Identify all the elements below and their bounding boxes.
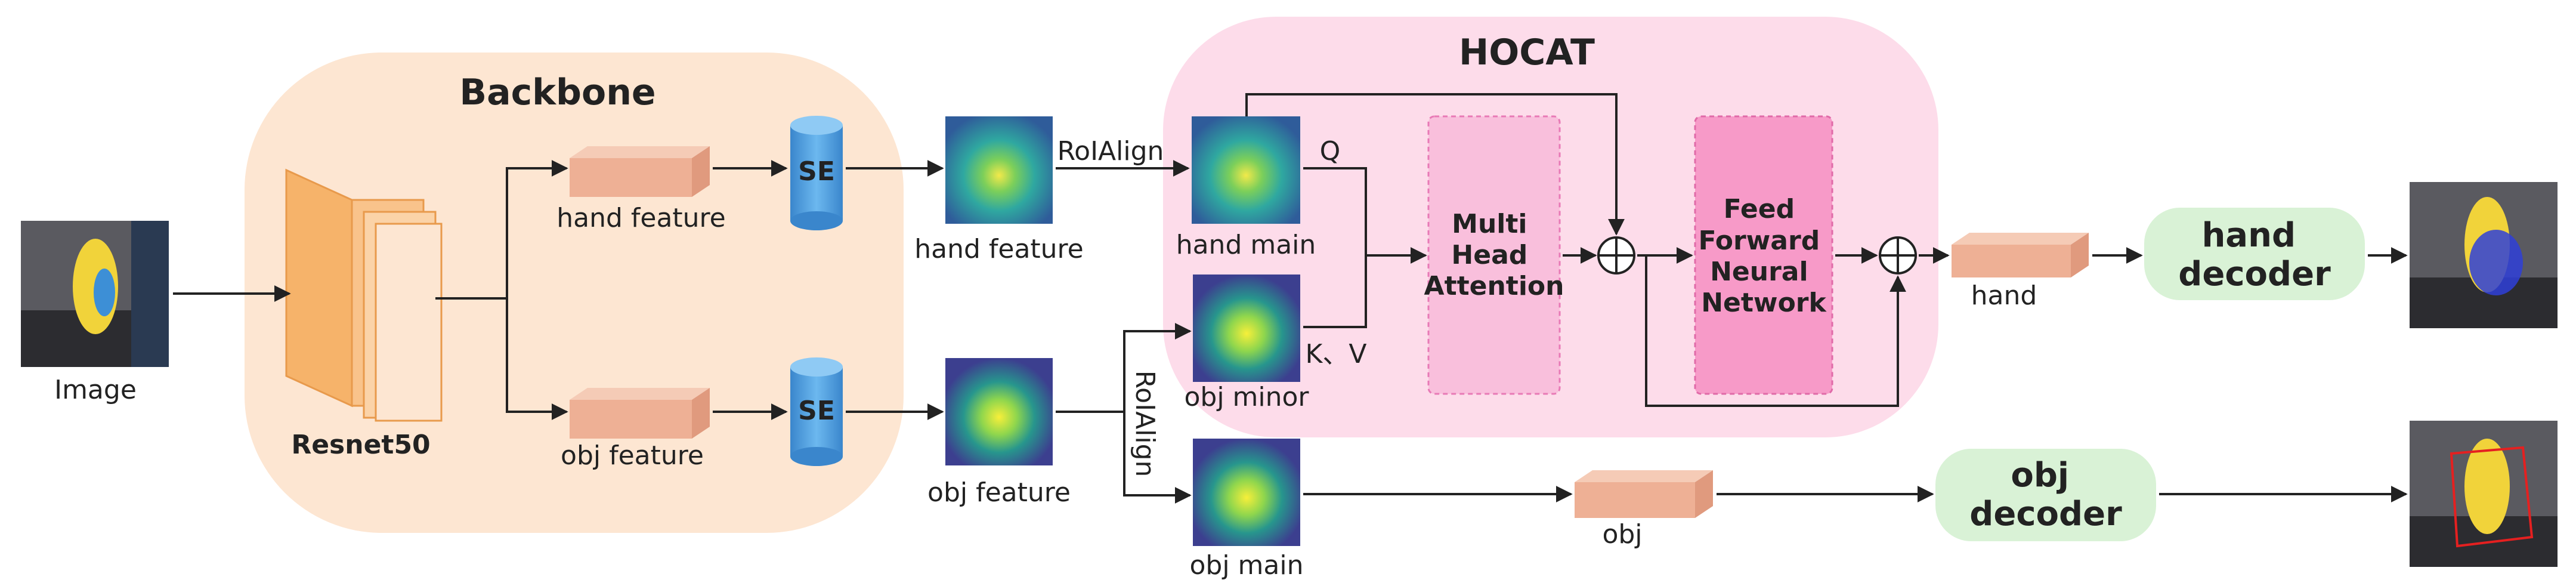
obj-minor-label: obj minor: [1184, 382, 1309, 412]
multi-head-attention-block: [1427, 115, 1561, 395]
hand-decoder-label: hand decoder: [2178, 216, 2331, 294]
hand-decoder-line-1: hand: [2201, 216, 2296, 255]
hand-main-map: [1192, 116, 1300, 224]
hand-decoder-line-2: decoder: [2178, 255, 2331, 294]
se-label-obj: SE: [798, 396, 835, 426]
hocat-title: HOCAT: [1459, 32, 1595, 73]
obj-decoder-block: [1935, 449, 2156, 541]
connectors: [173, 93, 2408, 504]
hand-output-label: hand: [1971, 280, 2037, 311]
se-label-hand: SE: [798, 156, 835, 187]
obj-feature-box: [570, 388, 710, 439]
backbone-title: Backbone: [459, 72, 655, 113]
hand-feature-box: [570, 146, 710, 197]
hand-feature-label: hand feature: [556, 203, 726, 233]
ffn-line-2: Forward: [1698, 226, 1820, 256]
ffn-line-4: Network: [1701, 288, 1827, 318]
obj-decoder-line-1: obj: [2011, 456, 2069, 495]
resnet50-block: [285, 168, 443, 422]
obj-feature-map-label: obj feature: [927, 477, 1071, 508]
roialign-top-label: RoIAlign: [1057, 136, 1164, 166]
obj-decoder-line-2: decoder: [1969, 495, 2122, 533]
hand-feature-map-label: hand feature: [914, 234, 1084, 264]
hand-decoder-block: [2144, 208, 2365, 300]
obj-main-map: [1193, 439, 1300, 546]
hand-feature-map: [945, 116, 1053, 224]
add-node-2: [1879, 236, 1917, 275]
roialign-side-label: RoIAlign: [1130, 371, 1160, 477]
hand-output-box: [1952, 233, 2089, 277]
se-block-hand: [790, 116, 843, 230]
obj-feature-map: [945, 358, 1053, 465]
ffn-line-1: Feed: [1724, 194, 1795, 224]
obj-output-box: [1575, 470, 1713, 518]
feed-forward-block: [1694, 115, 1833, 395]
add-node-1: [1597, 236, 1635, 275]
obj-main-label: obj main: [1190, 550, 1304, 581]
obj-output-image: [2410, 421, 2558, 567]
kv-label: K、V: [1306, 339, 1367, 369]
mha-line-3: Attention: [1424, 271, 1564, 301]
obj-output-label: obj: [1602, 519, 1642, 550]
se-block-obj: [790, 357, 843, 466]
mha-line-1: Multi: [1452, 209, 1527, 239]
ffn-label: Feed Forward Neural Network: [1698, 194, 1829, 318]
image-label: Image: [54, 375, 137, 405]
hand-output-image: [2410, 182, 2558, 328]
ffn-line-3: Neural: [1710, 257, 1808, 287]
q-label: Q: [1320, 136, 1341, 166]
mha-label: Multi Head Attention: [1424, 209, 1564, 301]
input-image: [21, 221, 169, 367]
mha-line-2: Head: [1451, 240, 1527, 270]
obj-minor-map: [1193, 275, 1300, 382]
obj-decoder-label: obj decoder: [1969, 456, 2122, 533]
obj-feature-label: obj feature: [561, 440, 704, 471]
hand-main-label: hand main: [1176, 230, 1316, 260]
resnet50-label: Resnet50: [291, 430, 430, 460]
